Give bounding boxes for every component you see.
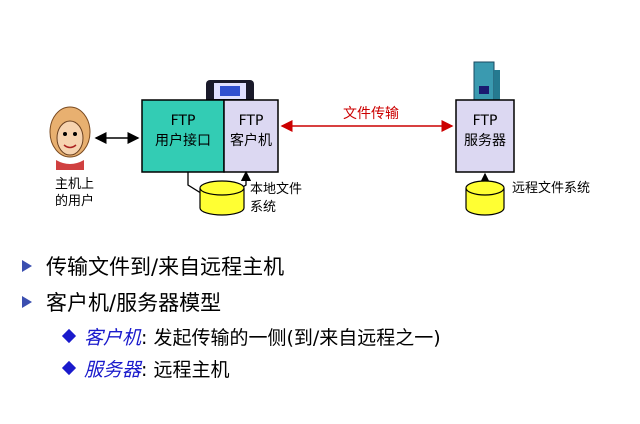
user-figure-icon [49,106,91,170]
ftp-client-box [223,99,279,173]
server-box-line1: FTP [473,113,498,129]
client-box-line1: FTP [239,113,264,129]
user-label-line2: 的用户 [55,193,94,209]
ui-box-line1: FTP [171,113,196,129]
remote-disk-icon [465,180,505,216]
triangle-bullet-icon [22,296,32,308]
local-disk-icon [199,180,245,216]
local-fs-line2: 系统 [250,200,276,215]
sub-bullet-term: 客户机 [84,326,142,349]
diamond-bullet-icon [61,360,77,376]
bullet-list: 传输文件到/来自远程主机 客户机/服务器模型 客户机 : 发起传输的一侧(到/来… [22,248,622,384]
server-tower-icon [473,61,500,103]
sub-bullet-term: 服务器 [84,358,142,381]
transfer-label: 文件传输 [343,106,399,122]
diamond-bullet-icon [61,328,77,344]
local-fs-line1: 本地文件 [250,182,302,197]
bullet-text: 客户机/服务器模型 [46,291,222,315]
ftp-server-box [455,99,515,173]
user-label-line1: 主机上 [55,177,94,192]
triangle-bullet-icon [22,260,32,272]
client-box-line2: 客户机 [230,132,272,149]
bullet-text: 传输文件到/来自远程主机 [46,255,285,279]
server-box-line2: 服务器 [464,133,506,149]
remote-fs-label: 远程文件系统 [512,181,590,196]
bullet-item: 传输文件到/来自远程主机 [22,248,622,284]
ui-box-line2: 用户接口 [155,132,211,149]
sub-bullet-desc: : 发起传输的一侧(到/来自远程之一) [141,326,441,349]
bullet-item: 客户机/服务器模型 [22,284,622,320]
monitor-icon [206,80,254,104]
sub-bullet-item: 客户机 : 发起传输的一侧(到/来自远程之一) [22,320,622,352]
sub-bullet-item: 服务器 : 远程主机 [22,352,622,384]
sub-bullet-desc: : 远程主机 [141,358,230,381]
